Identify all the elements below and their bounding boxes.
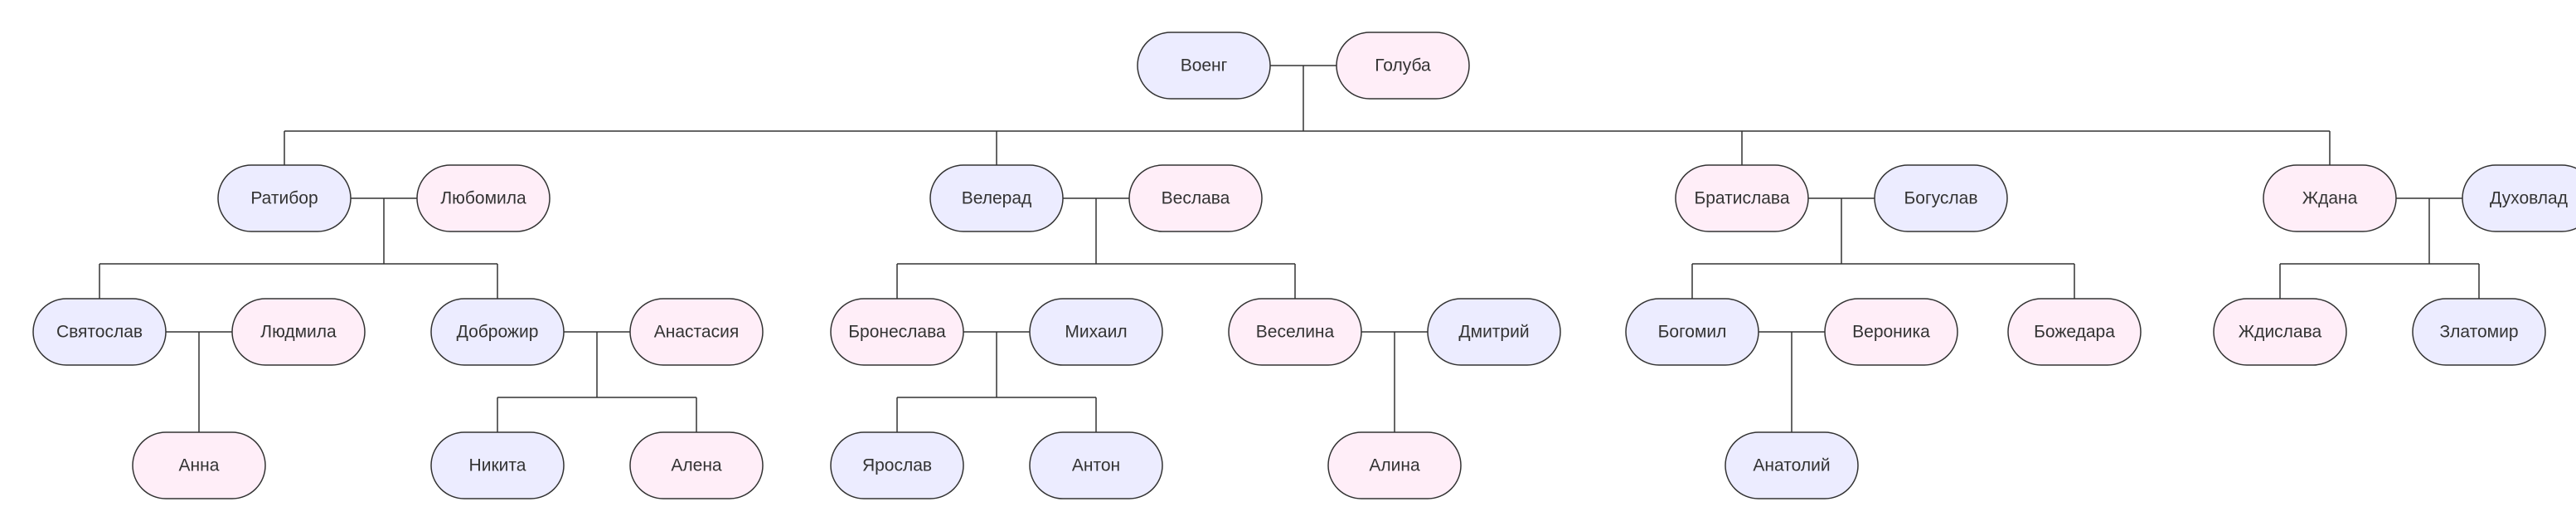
person-name-label: Михаил bbox=[1065, 323, 1127, 342]
person-node-lyubomila[interactable]: Любомила bbox=[416, 164, 551, 232]
person-name-label: Дмитрий bbox=[1458, 323, 1529, 342]
person-node-bozhedara[interactable]: Божедара bbox=[2007, 298, 2142, 366]
person-name-label: Бронеслава bbox=[848, 323, 946, 342]
person-node-shape bbox=[1675, 164, 1809, 232]
person-node-shape bbox=[2462, 164, 2576, 232]
person-node-shape bbox=[430, 298, 565, 366]
person-node-dmitriy[interactable]: Дмитрий bbox=[1427, 298, 1561, 366]
person-node-svyatoslav[interactable]: Святослав bbox=[32, 298, 167, 366]
person-name-label: Святослав bbox=[56, 323, 143, 342]
person-node-shape bbox=[1824, 298, 1958, 366]
person-node-shape bbox=[1874, 164, 2008, 232]
person-name-label: Алина bbox=[1369, 456, 1420, 475]
person-node-goluba[interactable]: Голуба bbox=[1336, 32, 1470, 100]
person-node-shape bbox=[217, 164, 352, 232]
person-node-shape bbox=[32, 298, 167, 366]
person-node-velerad[interactable]: Велерад bbox=[929, 164, 1064, 232]
person-node-mikhail[interactable]: Михаил bbox=[1029, 298, 1163, 366]
person-node-shape bbox=[1725, 431, 1859, 499]
person-node-anastasiya[interactable]: Анастасия bbox=[629, 298, 764, 366]
person-node-shape bbox=[1427, 298, 1561, 366]
person-name-label: Ждана bbox=[2302, 189, 2358, 208]
person-name-label: Велерад bbox=[962, 189, 1032, 208]
person-node-dobrozhir[interactable]: Доброжир bbox=[430, 298, 565, 366]
person-node-shape bbox=[2263, 164, 2397, 232]
person-node-bronislava[interactable]: Бронеслава bbox=[830, 298, 964, 366]
person-node-veslava[interactable]: Веслава bbox=[1128, 164, 1263, 232]
person-node-shape bbox=[1228, 298, 1362, 366]
person-name-label: Голуба bbox=[1375, 56, 1431, 76]
person-node-lyudmila[interactable]: Людмила bbox=[231, 298, 366, 366]
person-node-shape bbox=[1336, 32, 1470, 100]
person-name-label: Людмила bbox=[260, 323, 337, 342]
connectors bbox=[99, 65, 2480, 432]
person-name-label: Веселина bbox=[1256, 323, 1335, 342]
person-node-shape bbox=[1128, 164, 1263, 232]
person-node-alena[interactable]: Алена bbox=[629, 431, 764, 499]
person-name-label: Ждислава bbox=[2239, 323, 2322, 342]
person-node-shape bbox=[830, 298, 964, 366]
person-name-label: Ратибор bbox=[250, 189, 318, 208]
person-node-shape bbox=[629, 298, 764, 366]
person-node-shape bbox=[2213, 298, 2347, 366]
person-node-anton[interactable]: Антон bbox=[1029, 431, 1163, 499]
person-node-shape bbox=[629, 431, 764, 499]
person-node-anna[interactable]: Анна bbox=[132, 431, 266, 499]
person-node-shape bbox=[929, 164, 1064, 232]
person-node-zhdislava[interactable]: Ждислава bbox=[2213, 298, 2347, 366]
person-name-label: Никита bbox=[469, 456, 526, 475]
person-node-shape bbox=[830, 431, 964, 499]
person-name-label: Любомила bbox=[440, 189, 526, 208]
person-node-boguslav[interactable]: Богуслав bbox=[1874, 164, 2008, 232]
person-node-veronika[interactable]: Вероника bbox=[1824, 298, 1958, 366]
person-name-label: Военг bbox=[1181, 56, 1228, 76]
person-node-shape bbox=[1029, 431, 1163, 499]
person-node-shape bbox=[1029, 298, 1163, 366]
person-name-label: Божедара bbox=[2034, 323, 2115, 342]
person-name-label: Духовлад bbox=[2490, 189, 2568, 208]
person-name-label: Богомил bbox=[1658, 323, 1727, 342]
person-node-shape bbox=[430, 431, 565, 499]
person-node-yaroslav[interactable]: Ярослав bbox=[830, 431, 964, 499]
person-node-zlatomir[interactable]: Златомир bbox=[2412, 298, 2546, 366]
person-name-label: Веслава bbox=[1162, 189, 1230, 208]
person-name-label: Антон bbox=[1072, 456, 1120, 475]
person-name-label: Анатолий bbox=[1753, 456, 1830, 475]
person-node-shape bbox=[231, 298, 366, 366]
person-name-label: Анна bbox=[179, 456, 220, 475]
person-node-nikita[interactable]: Никита bbox=[430, 431, 565, 499]
person-node-shape bbox=[2007, 298, 2142, 366]
person-name-label: Вероника bbox=[1852, 323, 1930, 342]
person-name-label: Алена bbox=[671, 456, 722, 475]
person-node-voeng[interactable]: Военг bbox=[1137, 32, 1271, 100]
person-name-label: Анастасия bbox=[654, 323, 739, 342]
person-node-bratislava[interactable]: Братислава bbox=[1675, 164, 1809, 232]
person-node-dukhovlad[interactable]: Духовлад bbox=[2462, 164, 2576, 232]
person-node-alina[interactable]: Алина bbox=[1327, 431, 1462, 499]
person-node-veselina[interactable]: Веселина bbox=[1228, 298, 1362, 366]
person-name-label: Братислава bbox=[1694, 189, 1789, 208]
person-node-shape bbox=[1327, 431, 1462, 499]
person-name-label: Ярослав bbox=[862, 456, 932, 475]
person-node-shape bbox=[1625, 298, 1759, 366]
person-name-label: Доброжир bbox=[457, 323, 539, 342]
person-node-shape bbox=[2412, 298, 2546, 366]
person-node-shape bbox=[132, 431, 266, 499]
person-name-label: Златомир bbox=[2439, 323, 2518, 342]
person-node-shape bbox=[1137, 32, 1271, 100]
person-name-label: Богуслав bbox=[1904, 189, 1978, 208]
person-node-ratibor[interactable]: Ратибор bbox=[217, 164, 352, 232]
person-node-anatoliy[interactable]: Анатолий bbox=[1725, 431, 1859, 499]
person-node-zhdana[interactable]: Ждана bbox=[2263, 164, 2397, 232]
person-node-bogomil[interactable]: Богомил bbox=[1625, 298, 1759, 366]
person-node-shape bbox=[416, 164, 551, 232]
